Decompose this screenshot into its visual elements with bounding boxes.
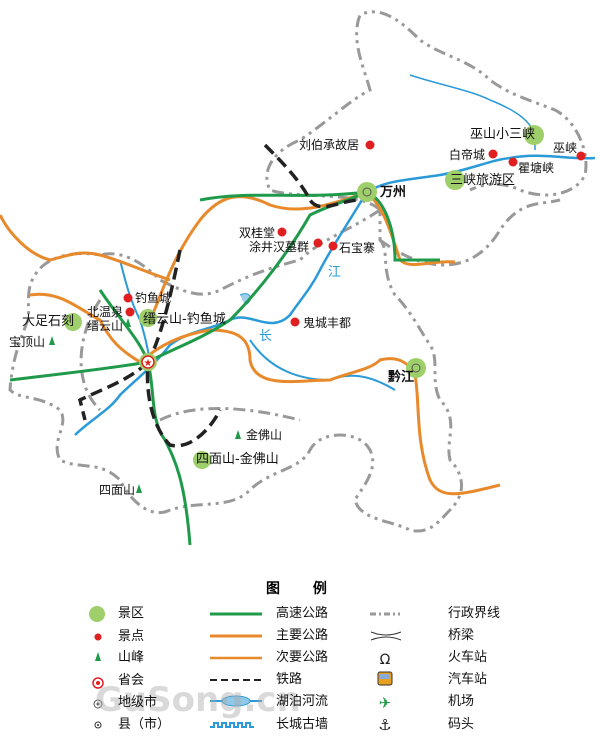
expressway xyxy=(199,190,440,262)
legend-county: 县（市） xyxy=(118,717,171,732)
label-river-chang: 长 xyxy=(259,329,273,344)
capital-star-icon: ★ xyxy=(144,358,153,369)
label-jinyunshan: 缙云山 xyxy=(87,319,124,333)
scenic-area-icon xyxy=(89,606,105,622)
legend-dock: 码头 xyxy=(448,717,475,732)
legend-icons: Ω ✈ ⚓ xyxy=(89,606,402,734)
county-icon xyxy=(94,721,102,729)
spot-diaoyucheng xyxy=(123,293,133,303)
legend-bus-station: 汽车站 xyxy=(448,672,488,687)
legend-bridge: 桥梁 xyxy=(448,628,475,643)
scenic-area-dazu xyxy=(64,313,82,331)
prefecture-city-icon xyxy=(411,363,421,373)
scenic-spots xyxy=(123,140,586,327)
spot-shibaozhai xyxy=(328,241,338,251)
legend-title: 图 例 xyxy=(266,581,341,597)
label-tujing: 涂井汉墓群 xyxy=(249,240,310,254)
great-wall-icon xyxy=(210,722,254,728)
scenic-area-sanxia xyxy=(445,170,465,190)
spot-tujing xyxy=(313,238,323,248)
scenic-area-simian-jinfo xyxy=(193,451,211,469)
label-baoding: 宝顶山 xyxy=(9,335,46,349)
scenic-area-wanzhou xyxy=(357,182,377,202)
label-wushan-xiaosanxia: 巫山小三峡 xyxy=(470,127,536,142)
label-shuangguitang: 双桂堂 xyxy=(239,226,276,240)
legend-scenic-area: 景区 xyxy=(118,606,145,621)
spot-wuxia xyxy=(576,151,586,161)
spot-qutangxia xyxy=(508,157,518,167)
label-wuxia: 巫峡 xyxy=(553,141,578,155)
scenic-area-qianjiang xyxy=(406,358,426,378)
spot-liubocheng xyxy=(365,140,375,150)
expressway xyxy=(9,190,368,382)
legend-capital: 省会 xyxy=(118,673,145,688)
scenic-area-jinyun-diaoyu xyxy=(139,309,157,327)
label-wanzhou: 万州 xyxy=(380,185,407,200)
label-fengdu: 鬼城丰都 xyxy=(303,316,352,330)
legend-railway: 铁路 xyxy=(276,672,303,687)
dock-icon: ⚓ xyxy=(378,716,391,734)
label-baidicheng: 白帝城 xyxy=(449,148,486,162)
peak-jinfoshan-icon xyxy=(235,430,241,439)
airport-icon: ✈ xyxy=(379,694,392,712)
train-station-icon: Ω xyxy=(380,652,391,668)
watermark: GuSong.cn xyxy=(95,680,301,720)
capital-ring xyxy=(141,355,155,369)
legend-prefecture-city: 地级市 xyxy=(118,695,158,710)
peak-baoding-icon xyxy=(49,336,55,345)
label-simian-jinfo: 四面山-金佛山 xyxy=(196,452,279,467)
prefecture-city-legend-icon xyxy=(93,699,103,709)
scenic-area-wushan-xiaosanxia xyxy=(524,125,544,145)
legend-peak: 山峰 xyxy=(118,650,145,665)
legend-great-wall: 长城古墙 xyxy=(276,717,329,732)
label-diaoyucheng: 钓鱼城 xyxy=(135,291,172,305)
peaks xyxy=(49,318,241,493)
secondary-road xyxy=(0,214,171,282)
peak-simianshan-icon xyxy=(136,484,142,493)
label-shibaozhai: 石宝寨 xyxy=(339,241,376,255)
legend-secondary-road: 次要公路 xyxy=(276,650,329,665)
spot-baidicheng xyxy=(488,149,498,159)
label-simianshan: 四面山 xyxy=(99,483,136,497)
label-dazu: 大足石刻 xyxy=(22,314,75,329)
label-sanxia: 三峡旅游区 xyxy=(450,173,516,188)
label-jinfoshan: 金佛山 xyxy=(246,428,283,442)
legend-expressway: 高速公路 xyxy=(276,606,329,621)
peak-jinyunshan-icon xyxy=(125,318,131,327)
prefecture-city-icon xyxy=(362,187,372,197)
legend-admin-boundary: 行政界线 xyxy=(448,606,501,621)
spot-shuangguitang xyxy=(277,227,287,237)
admin-boundary xyxy=(79,299,301,422)
legend-main-road: 主要公路 xyxy=(276,628,329,643)
legend-train-station: 火车站 xyxy=(448,650,488,665)
label-qianjiang: 黔江 xyxy=(388,370,415,385)
expressway xyxy=(98,289,192,546)
tributary-river xyxy=(409,74,536,150)
main-road xyxy=(29,292,501,496)
admin-boundary xyxy=(379,198,561,267)
legend-lake-river: 湖泊河流 xyxy=(276,694,329,709)
label-jinyun-diaoyu: 缙云山-钓鱼城 xyxy=(143,312,226,327)
spot-fengdu xyxy=(290,317,300,327)
railway xyxy=(77,143,361,448)
scenic-spot-icon xyxy=(94,633,102,641)
peak-icon xyxy=(95,652,101,661)
lake-river-icon xyxy=(210,695,262,707)
label-beiwenquan: 北温泉 xyxy=(87,305,124,319)
label-liubocheng: 刘伯承故居 xyxy=(299,138,360,152)
label-river-jiang: 江 xyxy=(328,265,342,280)
bridge-icon xyxy=(370,631,402,641)
legend-scenic-spot: 景点 xyxy=(118,629,145,644)
bus-station-icon xyxy=(377,671,393,686)
label-qutangxia: 瞿塘峡 xyxy=(518,161,555,175)
legend-airport: 机场 xyxy=(448,694,475,709)
admin-boundary xyxy=(8,10,588,533)
capital-icon xyxy=(92,677,104,689)
spot-beiwenquan xyxy=(125,307,135,317)
